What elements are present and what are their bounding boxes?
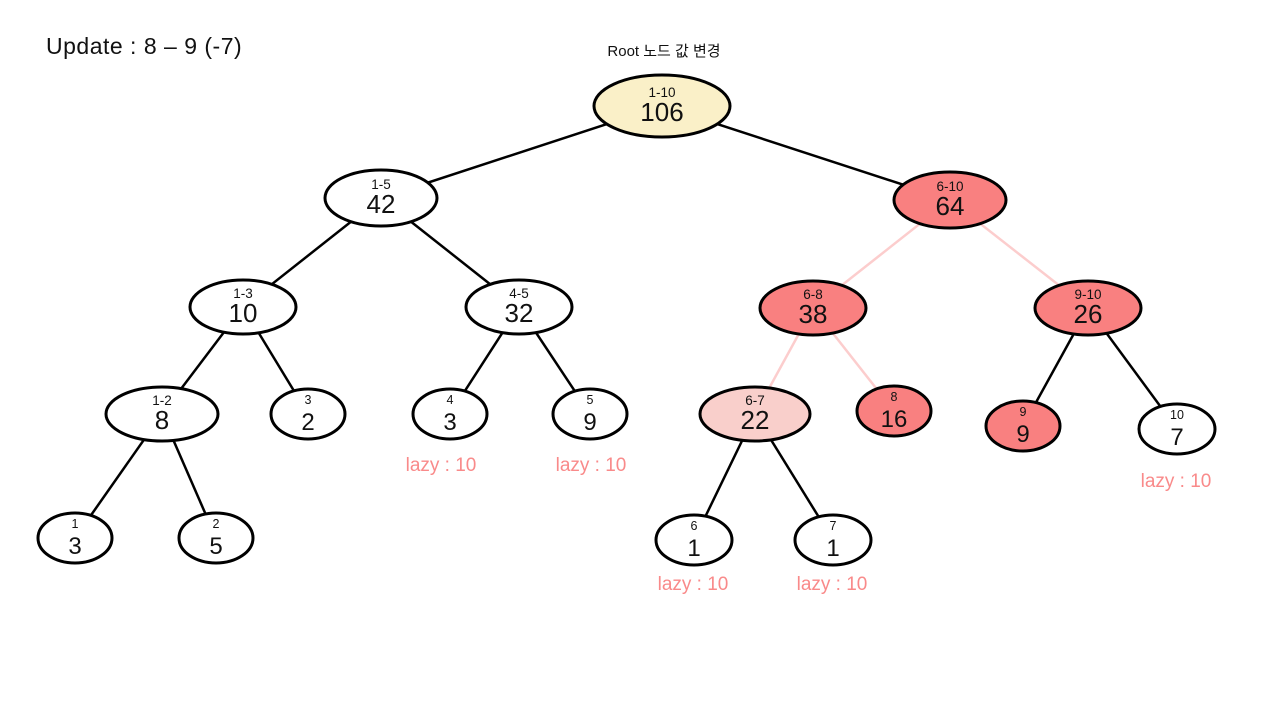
tree-node-ellipse-1 <box>36 511 114 565</box>
tree-node-ellipse-6-10 <box>892 170 1008 230</box>
tree-node-ellipse-6-7 <box>698 385 812 443</box>
node-value-1-10: 106 <box>640 97 683 127</box>
tree-node-ellipse-10 <box>1137 402 1217 456</box>
node-range-label-7: 7 <box>830 519 837 533</box>
node-value-2: 5 <box>209 533 222 560</box>
tree-node-ellipse-3 <box>269 387 347 441</box>
lazy-label-10: lazy : 10 <box>1141 471 1212 492</box>
tree-node-6-8: 6-838 <box>758 279 868 337</box>
node-value-1: 3 <box>68 533 81 560</box>
node-range-label-6-7: 6-7 <box>745 393 765 408</box>
node-range-label-8: 8 <box>891 390 898 404</box>
node-value-6-8: 38 <box>799 299 828 329</box>
tree-node-ellipse-4 <box>411 387 489 441</box>
tree-node-ellipse-1-3 <box>188 278 298 336</box>
node-value-4: 3 <box>443 409 456 436</box>
node-value-5: 9 <box>583 409 596 436</box>
tree-node-ellipse-1-10 <box>592 73 732 139</box>
tree-node-6-7: 6-722 <box>698 385 812 443</box>
node-value-10: 7 <box>1170 424 1183 451</box>
node-range-label-6-10: 6-10 <box>936 179 963 194</box>
node-range-label-4: 4 <box>447 393 454 407</box>
lazy-label-7: lazy : 10 <box>797 574 868 595</box>
node-range-label-3: 3 <box>305 393 312 407</box>
tree-node-ellipse-7 <box>793 513 873 567</box>
lazy-label-4: lazy : 10 <box>406 455 477 476</box>
node-range-label-4-5: 4-5 <box>509 286 529 301</box>
node-range-label-1: 1 <box>72 517 79 531</box>
node-range-label-1-5: 1-5 <box>371 177 391 192</box>
tree-node-1: 13 <box>36 511 114 565</box>
node-range-label-9-10: 9-10 <box>1074 287 1101 302</box>
tree-node-5: 59 <box>551 387 629 441</box>
node-range-label-2: 2 <box>213 517 220 531</box>
lazy-label-5: lazy : 10 <box>556 455 627 476</box>
tree-node-ellipse-5 <box>551 387 629 441</box>
tree-node-ellipse-2 <box>177 511 255 565</box>
node-value-7: 1 <box>826 535 839 562</box>
node-value-6-10: 64 <box>936 191 965 221</box>
tree-node-1-2: 1-28 <box>104 385 220 443</box>
node-range-label-5: 5 <box>587 393 594 407</box>
node-range-label-6: 6 <box>691 519 698 533</box>
node-range-label-1-10: 1-10 <box>648 85 675 100</box>
node-value-8: 16 <box>881 406 908 433</box>
tree-node-4-5: 4-532 <box>464 278 574 336</box>
tree-node-ellipse-9 <box>984 399 1062 453</box>
tree-node-3: 32 <box>269 387 347 441</box>
tree-node-ellipse-1-5 <box>323 168 439 228</box>
tree-node-1-3: 1-310 <box>188 278 298 336</box>
node-value-1-5: 42 <box>367 189 396 219</box>
root-change-annotation: Root 노드 값 변경 <box>607 43 721 60</box>
tree-node-ellipse-6 <box>654 513 734 567</box>
node-value-4-5: 32 <box>505 298 534 328</box>
tree-node-7: 71 <box>793 513 873 567</box>
node-range-label-9: 9 <box>1020 405 1027 419</box>
node-value-3: 2 <box>301 409 314 436</box>
tree-node-10: 107 <box>1137 402 1217 456</box>
node-range-label-1-2: 1-2 <box>152 393 172 408</box>
tree-node-ellipse-1-2 <box>104 385 220 443</box>
update-title: Update : 8 – 9 (-7) <box>46 33 243 59</box>
tree-node-ellipse-6-8 <box>758 279 868 337</box>
lazy-label-6: lazy : 10 <box>658 574 729 595</box>
node-range-label-1-3: 1-3 <box>233 286 253 301</box>
tree-node-6: 61 <box>654 513 734 567</box>
node-value-6: 1 <box>687 535 700 562</box>
tree-node-ellipse-4-5 <box>464 278 574 336</box>
tree-node-ellipse-8 <box>855 384 933 438</box>
tree-node-1-5: 1-542 <box>323 168 439 228</box>
tree-node-ellipse-9-10 <box>1033 279 1143 337</box>
node-value-1-2: 8 <box>155 405 169 435</box>
tree-node-8: 816 <box>855 384 933 438</box>
node-value-9-10: 26 <box>1074 299 1103 329</box>
tree-node-4: 43 <box>411 387 489 441</box>
node-value-6-7: 22 <box>741 405 770 435</box>
node-value-1-3: 10 <box>229 298 258 328</box>
node-range-label-10: 10 <box>1170 408 1184 422</box>
tree-node-2: 25 <box>177 511 255 565</box>
node-range-label-6-8: 6-8 <box>803 287 823 302</box>
node-value-9: 9 <box>1016 421 1029 448</box>
tree-node-9: 99 <box>984 399 1062 453</box>
